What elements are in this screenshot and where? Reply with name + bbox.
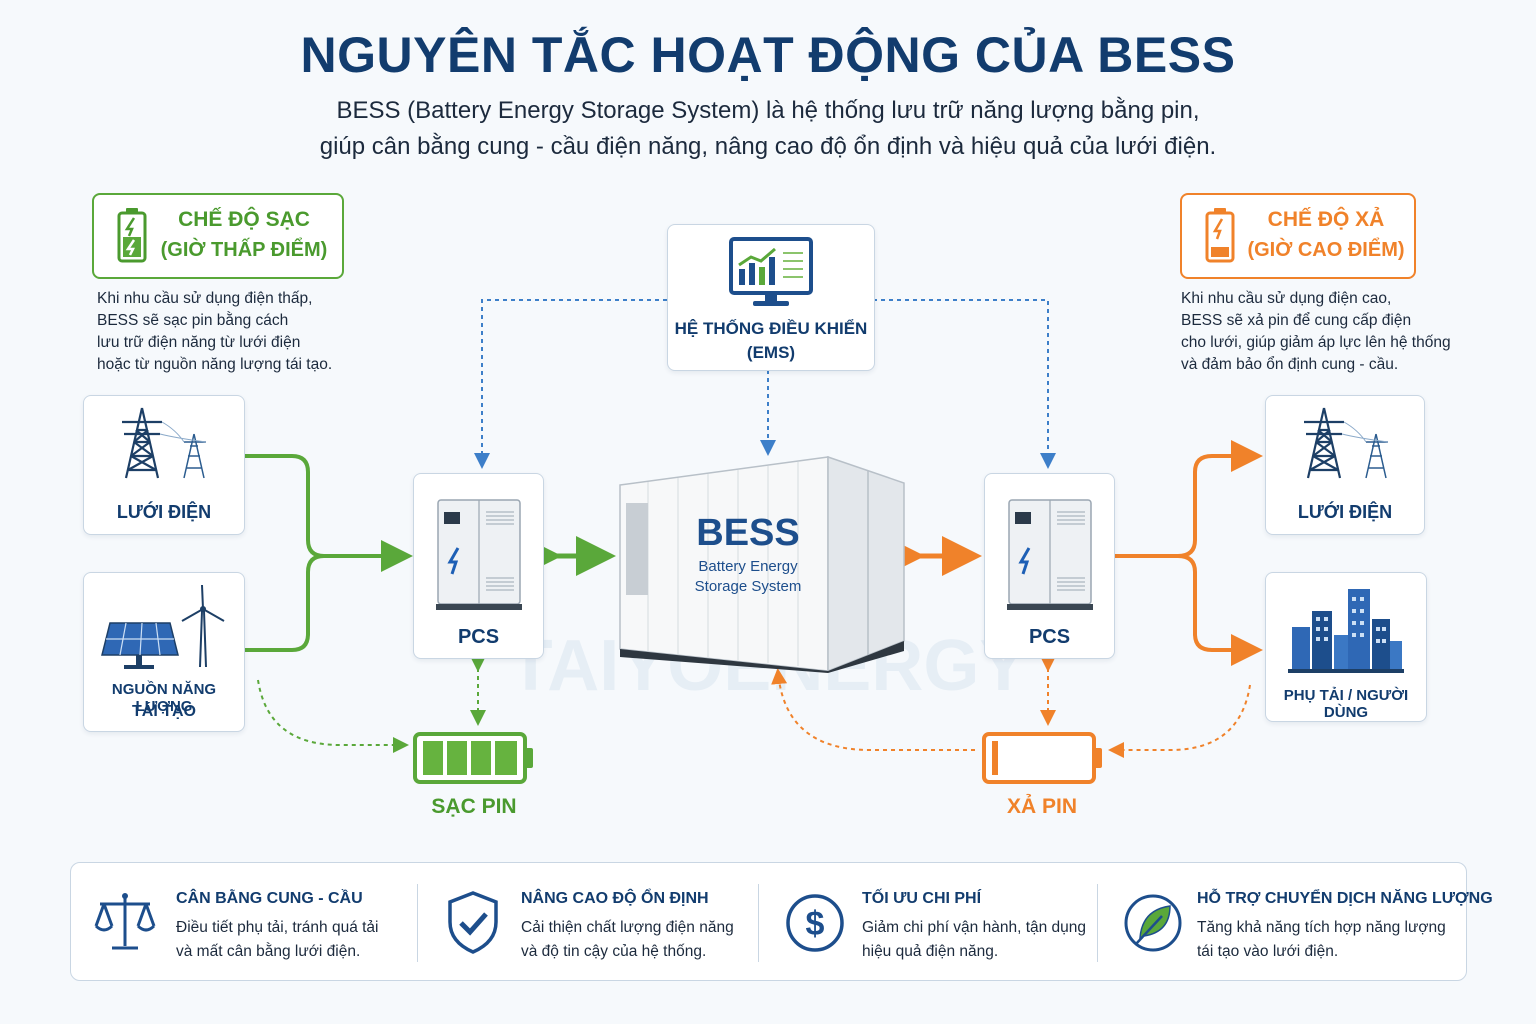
wind-turbine-icon bbox=[181, 584, 225, 668]
battery-full-icon bbox=[413, 732, 533, 784]
discharge-mode-title: CHẾ ĐỘ XẢ bbox=[1267, 208, 1385, 231]
benefits-panel bbox=[70, 862, 1467, 981]
charge-battery-label: SẠC PIN bbox=[431, 795, 517, 818]
pcs-right-label: PCS bbox=[1028, 626, 1071, 648]
charge-mode-subtitle: (GIỜ THẤP ĐIỂM) bbox=[160, 239, 328, 261]
charge-desc-line: Khi nhu cầu sử dụng điện thấp, bbox=[97, 290, 313, 307]
renewable-label-line1: NGUỒN NĂNG LƯỢNG bbox=[111, 681, 217, 715]
charge-desc-line: BESS sẽ sạc pin bằng cách bbox=[97, 312, 289, 329]
charge-mode-title: CHẾ ĐỘ SẠC bbox=[178, 208, 310, 231]
benefit-title: NÂNG CAO ĐỘ ỔN ĐỊNH bbox=[521, 890, 709, 907]
benefit-title: CÂN BẰNG CUNG - CẦU bbox=[176, 890, 363, 907]
inverter-cabinet-icon bbox=[436, 499, 522, 610]
bess-subtitle-line1: Battery Energy bbox=[698, 558, 798, 575]
discharge-battery-label: XẢ PIN bbox=[1006, 795, 1077, 818]
benefit-divider bbox=[758, 884, 759, 962]
benefit-divider bbox=[417, 884, 418, 962]
city-buildings-icon bbox=[1288, 589, 1404, 673]
load-to-battery-link bbox=[1108, 684, 1251, 758]
benefit-desc-line: và mất cân bằng lưới điện. bbox=[176, 943, 361, 960]
pcs-to-grid-arrow bbox=[1113, 440, 1263, 558]
renewable-to-pcs-arrow bbox=[245, 554, 325, 652]
inverter-cabinet-icon bbox=[1007, 499, 1093, 610]
grid-input-card: LƯỚI ĐIỆN bbox=[83, 395, 245, 535]
benefit-title: HỖ TRỢ CHUYỂN DỊCH NĂNG LƯỢNG bbox=[1197, 890, 1493, 907]
benefit-desc-line: và độ tin cậy của hệ thống. bbox=[521, 943, 707, 960]
discharge-mode-box: CHẾ ĐỘ XẢ (GIỜ CAO ĐIỂM) bbox=[1180, 193, 1416, 279]
ems-label-line2: (EMS) bbox=[746, 343, 796, 362]
ems-label-line1: HỆ THỐNG ĐIỀU KHIỂN bbox=[674, 319, 868, 338]
discharge-mode-description: Khi nhu cầu sử dụng điện cao, BESS sẽ xả… bbox=[1181, 288, 1501, 376]
bess-subtitle-line2: Storage System bbox=[695, 578, 802, 595]
load-user-card: PHỤ TẢI / NGƯỜI DÙNG bbox=[1265, 572, 1427, 722]
benefit-divider bbox=[1097, 884, 1098, 962]
pcs-right-card: PCS bbox=[984, 473, 1115, 659]
renewable-to-battery-link bbox=[257, 679, 409, 753]
benefit-desc-line: Giảm chi phí vận hành, tận dụng bbox=[862, 919, 1087, 936]
discharge-desc-line: cho lưới, giúp giảm áp lực lên hệ thống bbox=[1181, 334, 1451, 351]
transmission-tower-icon bbox=[122, 407, 207, 479]
load-user-label: PHỤ TẢI / NGƯỜI DÙNG bbox=[1283, 687, 1409, 721]
grid-output-card: LƯỚI ĐIỆN bbox=[1265, 395, 1425, 535]
dollar-coin-icon: $ bbox=[786, 894, 844, 952]
battery-to-bess-link bbox=[771, 668, 975, 751]
benefit-title: TỐI ƯU CHI PHÍ bbox=[862, 890, 982, 907]
subtitle-line-2: giúp cân bằng cung - cầu điện năng, nâng… bbox=[319, 133, 1217, 160]
subtitle-line-1: BESS (Battery Energy Storage System) là … bbox=[336, 97, 1200, 124]
benefit-desc-line: Điều tiết phụ tải, tránh quá tải bbox=[176, 919, 379, 936]
pcs-left-label: PCS bbox=[457, 626, 500, 648]
monitor-chart-icon bbox=[729, 237, 813, 306]
page-title: NGUYÊN TẮC HOẠT ĐỘNG CỦA BESS bbox=[300, 27, 1236, 83]
charge-desc-line: lưu trữ điện năng từ lưới điện bbox=[97, 334, 301, 351]
bess-title-text: BESS bbox=[696, 512, 799, 554]
charge-desc-line: hoặc từ nguồn năng lượng tái tạo. bbox=[97, 356, 333, 373]
benefit-desc-line: hiệu quả điện năng. bbox=[862, 943, 999, 960]
renewable-source-card: NGUỒN NĂNG LƯỢNG TÁI TẠO bbox=[83, 572, 245, 732]
bess-container-illustration: BESS Battery Energy Storage System bbox=[619, 455, 905, 673]
benefit-desc-line: tái tạo vào lưới điện. bbox=[1197, 943, 1339, 960]
ems-card: HỆ THỐNG ĐIỀU KHIỂN (EMS) bbox=[667, 224, 875, 371]
shield-check-icon bbox=[448, 891, 498, 954]
solar-panel-icon bbox=[101, 622, 179, 669]
discharge-mode-subtitle: (GIỜ CAO ĐIỂM) bbox=[1247, 239, 1405, 261]
transmission-tower-icon bbox=[1304, 407, 1389, 479]
discharge-desc-line: BESS sẽ xả pin để cung cấp điện bbox=[1181, 312, 1412, 329]
svg-text:$: $ bbox=[806, 905, 825, 943]
pcs-to-load-arrow bbox=[1177, 554, 1263, 666]
battery-empty-icon bbox=[982, 732, 1102, 784]
grid-to-pcs-arrow bbox=[245, 454, 413, 572]
discharge-desc-line: và đảm bảo ổn định cung - cầu. bbox=[1181, 356, 1399, 373]
benefit-desc-line: Tăng khả năng tích hợp năng lượng bbox=[1197, 919, 1446, 936]
charge-mode-box: CHẾ ĐỘ SẠC (GIỜ THẤP ĐIỂM) bbox=[92, 193, 344, 279]
battery-charging-icon bbox=[117, 208, 147, 263]
battery-low-icon bbox=[1205, 208, 1235, 263]
scale-icon bbox=[94, 893, 156, 950]
renewable-label-line2: TÁI TẠO bbox=[132, 703, 196, 720]
charge-mode-description: Khi nhu cầu sử dụng điện thấp, BESS sẽ s… bbox=[97, 288, 387, 376]
ems-to-pcs-right-link bbox=[873, 299, 1056, 469]
ems-to-pcs-left-link bbox=[474, 299, 667, 469]
benefit-desc-line: Cải thiện chất lượng điện năng bbox=[521, 919, 734, 936]
pcs-left-card: PCS bbox=[413, 473, 544, 659]
leaf-icon bbox=[1124, 894, 1182, 952]
discharge-desc-line: Khi nhu cầu sử dụng điện cao, bbox=[1181, 290, 1392, 307]
grid-input-label: LƯỚI ĐIỆN bbox=[116, 502, 212, 522]
grid-output-label: LƯỚI ĐIỆN bbox=[1297, 502, 1393, 522]
